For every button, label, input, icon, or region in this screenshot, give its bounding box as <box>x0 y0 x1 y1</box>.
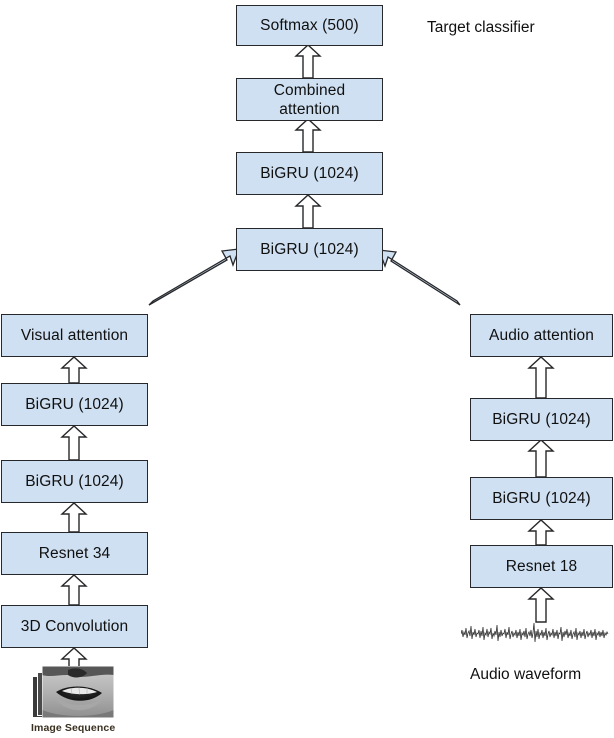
node-combined-attention[interactable]: Combined attention <box>236 78 383 121</box>
node-resnet18[interactable]: Resnet 18 <box>470 545 613 588</box>
audio-waveform-label: Audio waveform <box>470 666 582 683</box>
node-fusion-bigru-bottom[interactable]: BiGRU (1024) <box>236 228 383 271</box>
node-conv3d[interactable]: 3D Convolution <box>1 605 148 648</box>
arrow-resnet34-to-bigru <box>60 502 88 533</box>
arrow-visual-bigru-bottom-to-top <box>60 425 88 461</box>
node-visual-bigru-bottom-label: BiGRU (1024) <box>25 473 124 490</box>
arrow-visual-bigru-to-attention <box>60 356 88 384</box>
arrow-bigru-to-combined <box>294 118 322 153</box>
arrow-imageseq-to-conv3d <box>60 647 88 669</box>
node-visual-bigru-bottom[interactable]: BiGRU (1024) <box>1 460 148 503</box>
node-fusion-bigru-top-label: BiGRU (1024) <box>260 165 359 182</box>
arrow-visual-to-fusion <box>148 248 240 306</box>
arrow-audio-bigru-bottom-to-top <box>527 439 555 478</box>
arrow-audio-to-fusion <box>378 249 461 306</box>
node-audio-bigru-top-label: BiGRU (1024) <box>492 411 591 428</box>
arrow-resnet18-to-bigru <box>527 519 555 546</box>
node-visual-attention-label: Visual attention <box>20 327 129 344</box>
node-audio-bigru-bottom[interactable]: BiGRU (1024) <box>470 477 613 520</box>
node-visual-bigru-top-label: BiGRU (1024) <box>25 396 124 413</box>
node-audio-bigru-top[interactable]: BiGRU (1024) <box>470 398 613 441</box>
audio-waveform-graphic <box>461 622 609 643</box>
node-conv3d-label: 3D Convolution <box>20 618 129 635</box>
arrow-bigru-to-bigru-fusion <box>294 194 322 229</box>
node-softmax[interactable]: Softmax (500) <box>236 5 383 46</box>
node-fusion-bigru-bottom-label: BiGRU (1024) <box>260 241 359 258</box>
node-visual-attention[interactable]: Visual attention <box>1 314 148 357</box>
arrow-waveform-to-resnet18 <box>527 587 555 623</box>
node-audio-attention[interactable]: Audio attention <box>470 314 613 357</box>
mouth-image <box>42 666 114 718</box>
node-audio-bigru-bottom-label: BiGRU (1024) <box>492 490 591 507</box>
arrow-combined-to-softmax <box>294 44 322 79</box>
image-sequence-label: Image Sequence <box>31 722 116 734</box>
node-resnet34[interactable]: Resnet 34 <box>1 532 148 575</box>
node-resnet34-label: Resnet 34 <box>38 545 111 562</box>
node-softmax-label: Softmax (500) <box>260 17 359 34</box>
target-classifier-label: Target classifier <box>427 19 535 36</box>
node-resnet18-label: Resnet 18 <box>505 558 578 575</box>
node-fusion-bigru-top[interactable]: BiGRU (1024) <box>236 152 383 195</box>
arrow-audio-bigru-to-attention <box>527 356 555 399</box>
node-combined-attention-label: Combined attention <box>273 81 346 118</box>
node-visual-bigru-top[interactable]: BiGRU (1024) <box>1 383 148 426</box>
node-audio-attention-label: Audio attention <box>489 327 594 344</box>
image-sequence-thumbnail <box>32 666 128 718</box>
arrow-conv3d-to-resnet34 <box>60 574 88 606</box>
